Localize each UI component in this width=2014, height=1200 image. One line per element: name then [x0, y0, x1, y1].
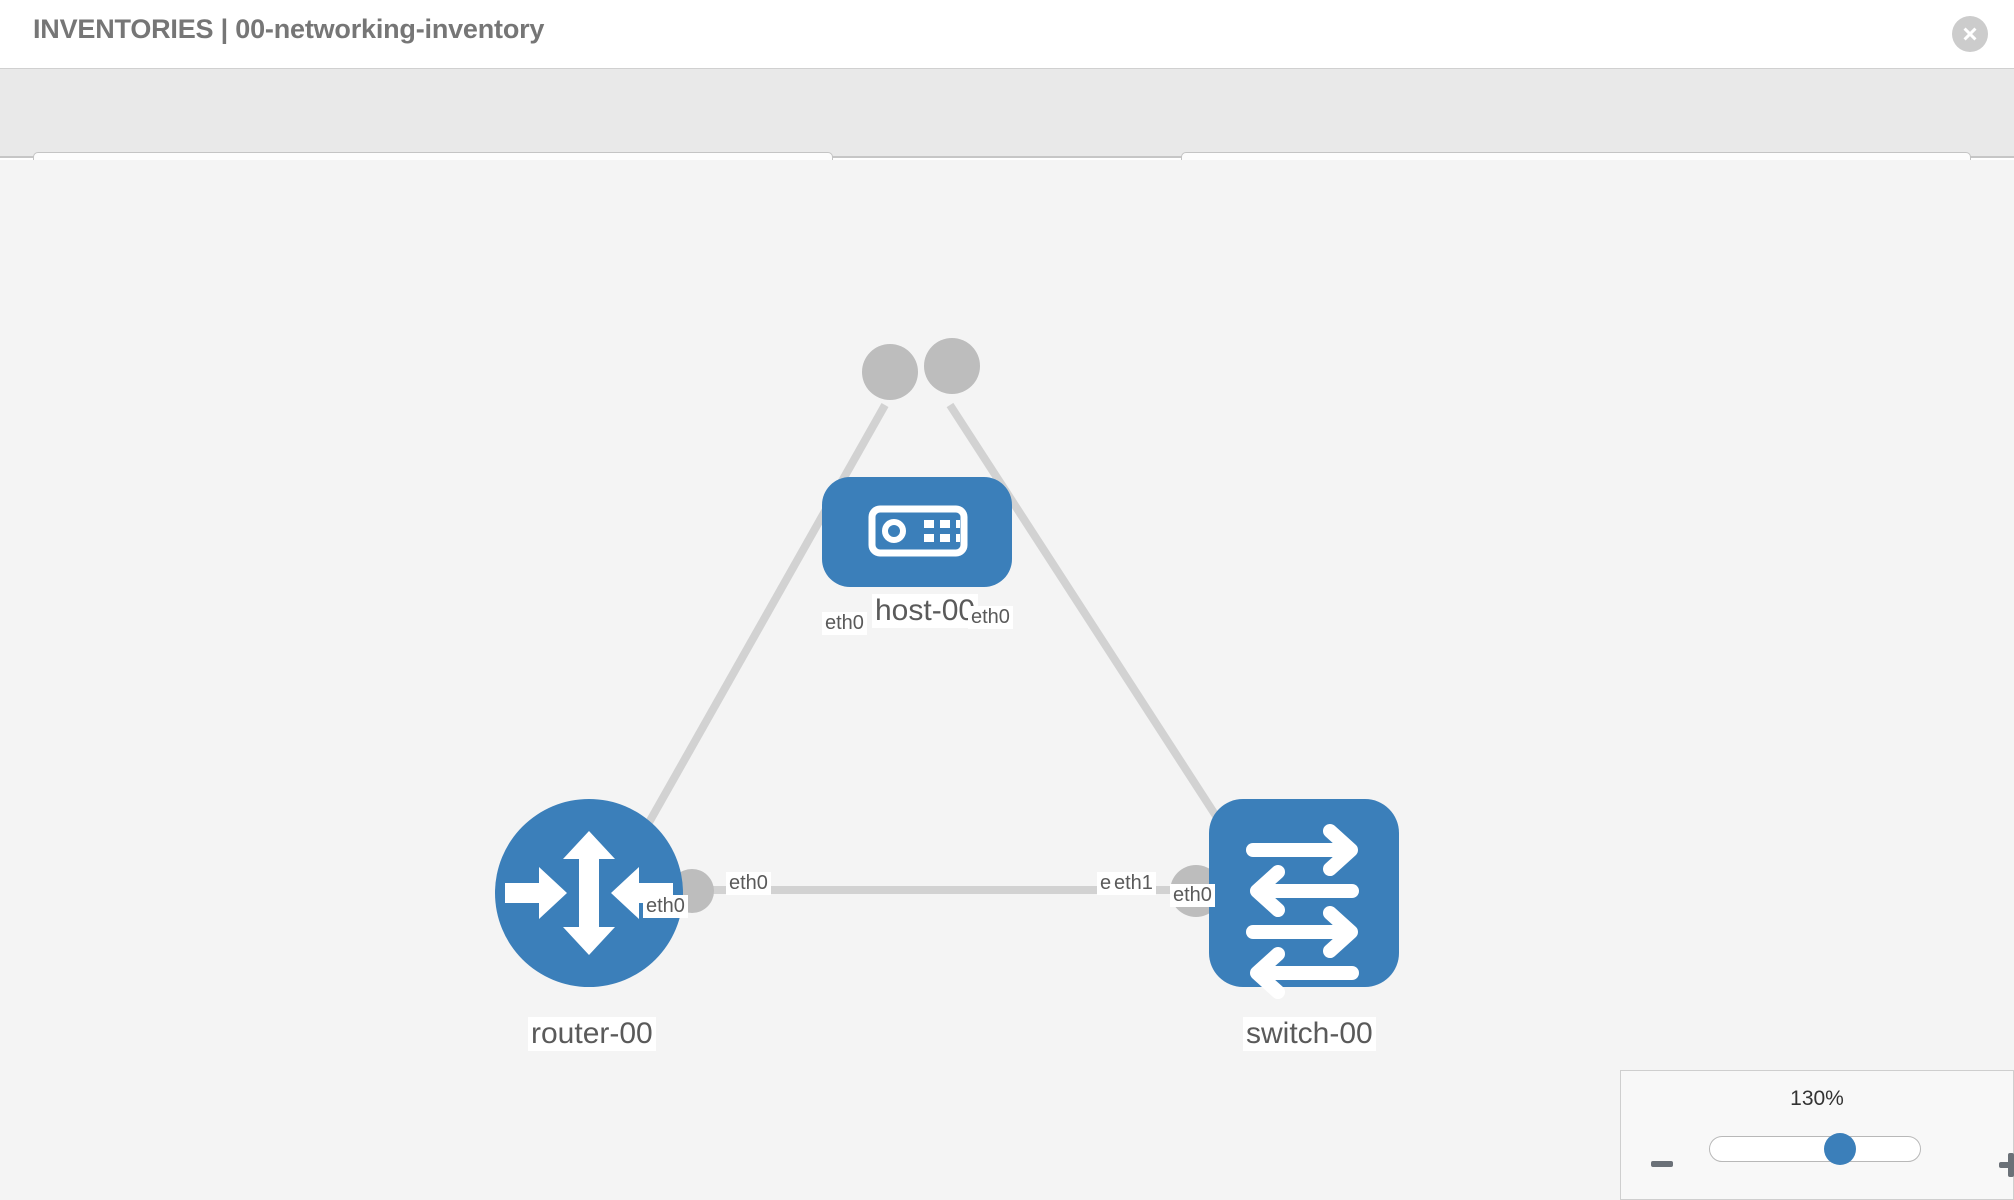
node-host-00[interactable]: [822, 477, 1012, 587]
node-label-host-00: host-00: [872, 594, 979, 628]
interface-label-host-right: eth0: [968, 606, 1013, 629]
page-title: INVENTORIES | 00-networking-inventory: [33, 14, 545, 44]
zoom-slider-thumb[interactable]: [1824, 1133, 1857, 1165]
node-router-00[interactable]: [495, 799, 683, 987]
connector-host-left[interactable]: [862, 344, 918, 400]
node-label-router-00: router-00: [528, 1017, 656, 1051]
node-label-switch-00: switch-00: [1243, 1017, 1376, 1051]
connector-host-right[interactable]: [924, 338, 980, 394]
interface-label-router-right: eth0: [726, 872, 771, 895]
edge-host-switch[interactable]: [946, 402, 1242, 853]
topology-graph: [495, 338, 1399, 999]
interface-label-host-left: eth0: [822, 612, 867, 635]
switch-arrows-icon: [1246, 824, 1359, 999]
toolbar: ACTIONS SEARCH: [0, 68, 2014, 202]
close-icon[interactable]: [1952, 16, 1988, 52]
router-arrows-icon: [505, 831, 673, 955]
zoom-level-value: 130%: [1790, 1087, 1844, 1110]
interface-label-switch-up: eth0: [1170, 884, 1215, 907]
page-header: INVENTORIES | 00-networking-inventory: [0, 0, 2014, 68]
zoom-slider-track[interactable]: [1709, 1133, 1921, 1165]
topology-canvas[interactable]: host-00 router-00 switch-00 eth0 eth0 et…: [0, 160, 2014, 1200]
edge-host-router[interactable]: [621, 403, 889, 867]
server-icon: [868, 505, 968, 557]
interface-label-router-up: eth0: [643, 895, 688, 918]
node-switch-00[interactable]: [1209, 799, 1399, 999]
interface-label-switch-left: eth1: [1111, 872, 1156, 895]
zoom-control-panel: 130%: [1620, 1070, 2014, 1200]
